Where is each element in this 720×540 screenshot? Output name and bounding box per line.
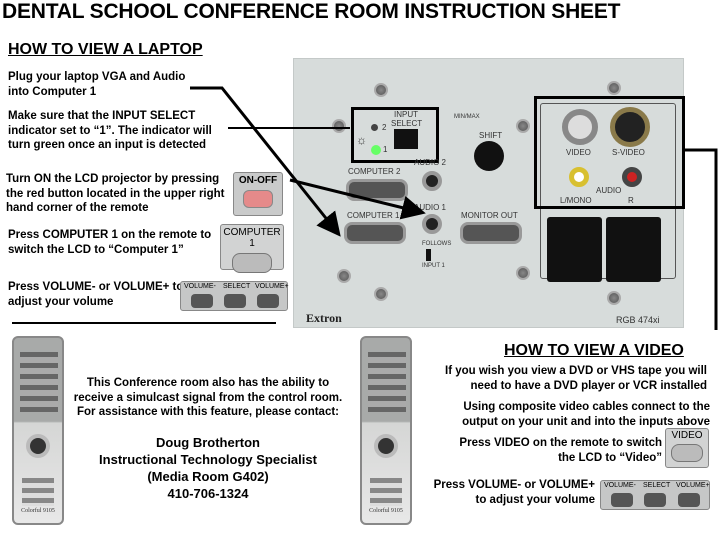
input-select-highlight [351, 107, 439, 163]
video-step-2: Using composite video cables connect to … [462, 401, 710, 428]
monitor-out-vga-port [460, 222, 522, 244]
laptop-step-5: Press VOLUME- or VOLUME+ to adjust your … [8, 281, 184, 308]
screw-icon [374, 83, 388, 97]
video-button-image: VIDEO [665, 428, 709, 468]
led-2-label: 2 [382, 123, 387, 132]
left-arrow-icon [611, 493, 633, 507]
select-icon [224, 294, 246, 308]
audio-left-rca [569, 167, 589, 187]
follows-label: FOLLOWS [422, 241, 452, 247]
vol-plus-label: VOLUME+ [676, 482, 710, 489]
audio-label: AUDIO [596, 186, 622, 195]
vol-minus-label: VOLUME- [184, 283, 216, 290]
left-arrow-icon [191, 294, 213, 308]
sun-icon: ☼ [356, 133, 367, 147]
computer1-label: COMPUTER 1 [223, 227, 281, 249]
screw-icon [607, 291, 621, 305]
shift-label: SHIFT [479, 131, 503, 140]
minmax-label: MIN/MAX [454, 114, 480, 120]
extron-logo: Extron [306, 311, 342, 325]
computer1-panel-label: COMPUTER 1 [347, 211, 400, 220]
computer2-vga-port [346, 179, 408, 201]
contact-name: Doug Brotherton [156, 435, 260, 450]
r-label: R [628, 196, 634, 205]
screw-icon [607, 81, 621, 95]
computer1-button-image: COMPUTER 1 [220, 224, 284, 273]
computer2-label: COMPUTER 2 [348, 167, 401, 176]
laptop-step-4: Press COMPUTER 1 on the remote to switch… [8, 229, 212, 256]
extron-panel-photo: INPUT SELECT 2 1 ☼ MIN/MAX SHIFT COMPUTE… [293, 58, 685, 328]
contact-block: Doug Brotherton Instructional Technology… [66, 434, 350, 502]
led-1-label: 1 [383, 145, 388, 154]
lmono-label: L/MONO [560, 196, 592, 205]
follows-switch [426, 249, 431, 261]
video-step-4: Press VOLUME- or VOLUME+ to adjust your … [433, 479, 595, 506]
contact-room: (Media Room G402) [147, 469, 269, 484]
screw-icon [516, 266, 530, 280]
simulcast-info: This Conference room also has the abilit… [73, 377, 343, 418]
shift-knob [474, 141, 504, 171]
remote-label: Colorful 9105 [369, 508, 403, 514]
contact-role: Instructional Technology Specialist [99, 452, 317, 467]
model-label: RGB 474xi [616, 315, 660, 325]
audio1-jack [422, 214, 442, 234]
select-label: SELECT [643, 482, 671, 489]
screw-icon [337, 269, 351, 283]
screw-icon [332, 119, 346, 133]
page-title: DENTAL SCHOOL CONFERENCE ROOM INSTRUCTIO… [2, 0, 621, 23]
svideo-port [610, 107, 650, 147]
laptop-heading: HOW TO VIEW A LAPTOP [8, 41, 203, 58]
video-label: VIDEO [566, 148, 591, 157]
button-icon [671, 444, 703, 462]
video-bnc-port [562, 109, 598, 145]
right-arrow-icon [678, 493, 700, 507]
select-icon [644, 493, 666, 507]
blank-plate-right [606, 217, 661, 282]
select-label: SELECT [223, 283, 251, 290]
video-volume-buttons-image: VOLUME- SELECT VOLUME+ [600, 480, 710, 510]
arrow-to-audio1 [289, 178, 426, 220]
av-inputs-highlight [534, 96, 685, 209]
video-step-1: If you wish you view a DVD or VHS tape y… [445, 365, 707, 392]
monitor-out-label: MONITOR OUT [461, 211, 518, 220]
remote-label: Colorful 9105 [21, 508, 55, 514]
audio2-label: AUDIO 2 [414, 158, 447, 167]
remote-image-right: Colorful 9105 [360, 336, 412, 525]
contact-phone: 410-706-1324 [167, 486, 249, 501]
volume-buttons-image: VOLUME- SELECT VOLUME+ [180, 281, 289, 311]
line-to-video-inputs [684, 148, 718, 330]
led-1-green-icon [371, 145, 381, 155]
button-icon [232, 253, 272, 273]
input-select-label: INPUT SELECT [391, 110, 423, 128]
audio1-label: AUDIO 1 [414, 203, 447, 212]
on-off-label: ON-OFF [238, 175, 278, 186]
laptop-step-3: Turn ON the LCD projector by pressing th… [6, 173, 225, 214]
vol-plus-label: VOLUME+ [255, 283, 289, 290]
right-arrow-icon [257, 294, 279, 308]
laptop-step-1: Plug your laptop VGA and Audio into Comp… [8, 71, 186, 98]
arrow-to-computer1 [190, 86, 341, 237]
screw-icon [516, 119, 530, 133]
video-button-label: VIDEO [671, 430, 703, 441]
vol-minus-label: VOLUME- [604, 482, 636, 489]
audio2-jack [422, 171, 442, 191]
led-2-icon [371, 124, 378, 131]
blank-plate-left [547, 217, 602, 282]
computer1-vga-port [344, 222, 406, 244]
svideo-label: S-VIDEO [612, 148, 645, 157]
screw-icon [374, 287, 388, 301]
input1-label: INPUT 1 [422, 263, 445, 269]
laptop-step-2: Make sure that the INPUT SELECT indicato… [8, 110, 212, 151]
input-select-button [394, 129, 418, 149]
video-step-3: Press VIDEO on the remote to switch the … [459, 437, 662, 464]
audio-right-rca [622, 167, 642, 187]
on-off-button-image: ON-OFF [233, 172, 283, 216]
red-button-icon [243, 190, 273, 208]
video-heading: HOW TO VIEW A VIDEO [504, 342, 684, 359]
remote-image-left: Colorful 9105 [12, 336, 64, 525]
